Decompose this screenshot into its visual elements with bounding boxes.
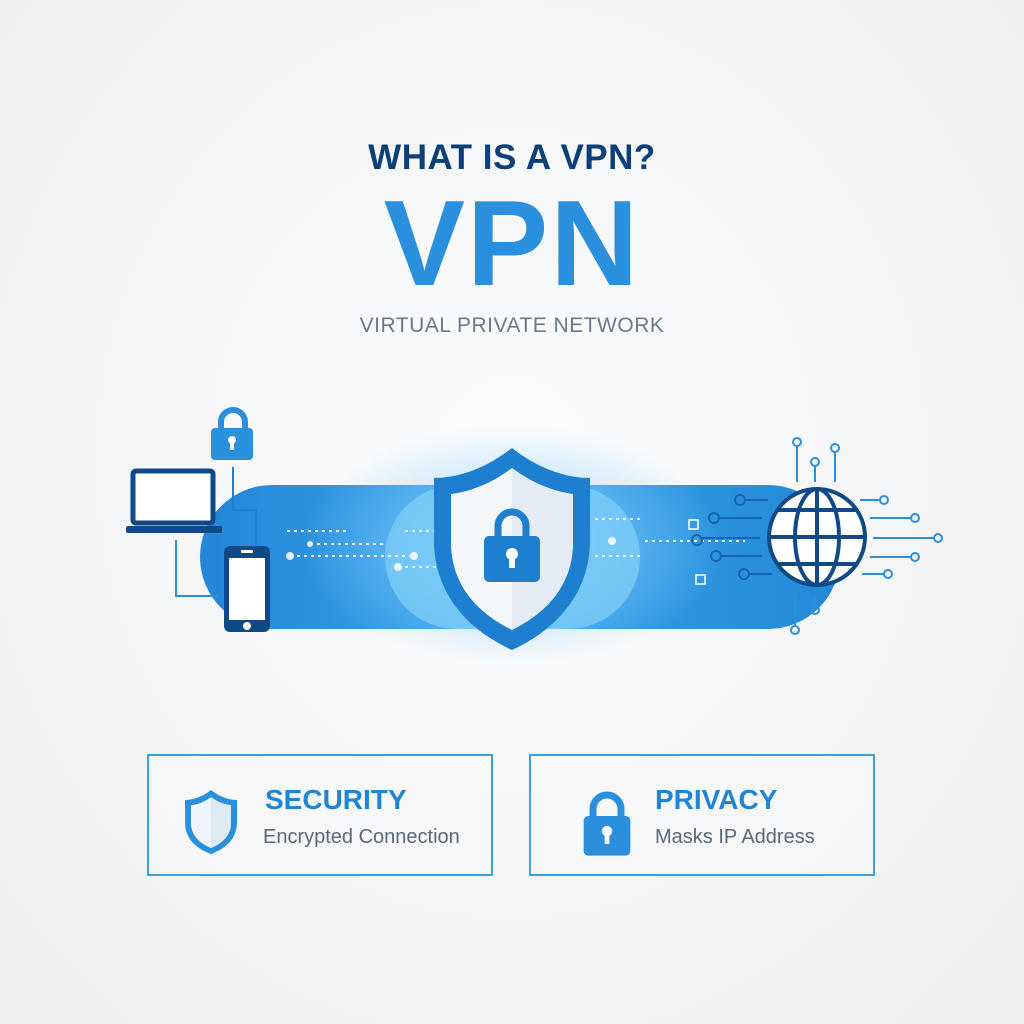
card-security: SECURITY Encrypted Connection <box>147 754 493 876</box>
vpn-diagram <box>126 407 943 665</box>
laptop-icon <box>126 468 222 533</box>
card-privacy: PRIVACY Masks IP Address <box>529 754 875 876</box>
shield-lock-icon <box>434 448 590 650</box>
card-subtitle: Encrypted Connection <box>263 826 460 848</box>
smartphone-icon <box>224 546 270 632</box>
shield-icon <box>185 790 237 854</box>
title-acronym: VPN <box>383 175 641 311</box>
card-title: SECURITY <box>265 784 407 815</box>
padlock-icon <box>583 791 631 856</box>
globe-icon <box>767 487 867 587</box>
title-question: WHAT IS A VPN? <box>368 138 656 177</box>
card-subtitle: Masks IP Address <box>655 826 815 848</box>
circuit-lines <box>790 437 943 635</box>
card-title: PRIVACY <box>655 784 778 815</box>
title-expansion: VIRTUAL PRIVATE NETWORK <box>359 314 665 337</box>
padlock-icon-small <box>211 407 253 460</box>
